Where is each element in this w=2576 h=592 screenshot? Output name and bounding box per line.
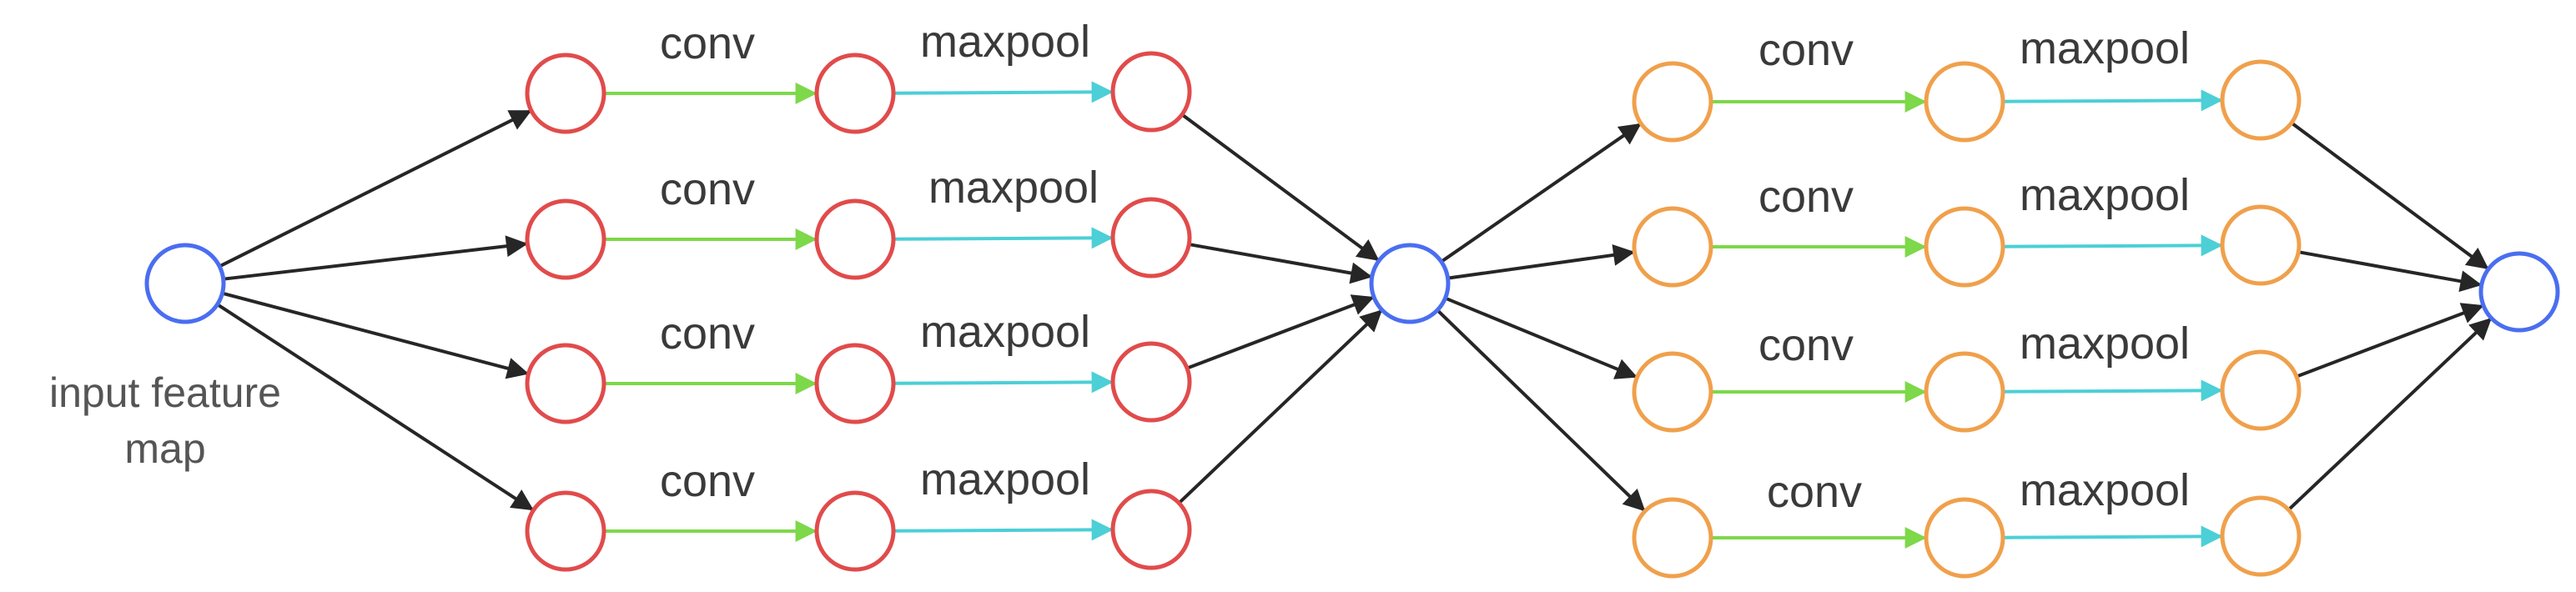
maxpool-label-s1-r1: maxpool xyxy=(920,17,1090,67)
maxpool-label-s1-r2: maxpool xyxy=(928,163,1099,213)
branch-node-s2-r1-a xyxy=(1632,61,1713,143)
conv-label-s2-r4: conv xyxy=(1767,467,1862,517)
maxpool-edge-s2-r2 xyxy=(2002,234,2223,257)
branch-node-s2-r4-c xyxy=(2220,495,2302,577)
maxpool-edge-s1-r1 xyxy=(893,81,1114,103)
branch-node-s2-r1-c xyxy=(2220,59,2302,141)
branch-node-s1-r3-c xyxy=(1110,341,1192,423)
branch-node-s1-r1-a xyxy=(525,53,606,134)
fanout-edge-s1-r2 xyxy=(223,235,528,281)
branch-node-s2-r2-b xyxy=(1924,206,2005,288)
maxpool-label-s2-r4: maxpool xyxy=(2020,465,2190,515)
branch-node-s2-r4-b xyxy=(1924,497,2005,579)
fanout-edge-s2-r1 xyxy=(1440,123,1642,263)
merge-edge-s1-r1 xyxy=(1180,113,1380,262)
branch-node-s2-r4-a xyxy=(1632,497,1713,579)
branch-node-s1-r1-b xyxy=(814,53,896,134)
maxpool-label-s2-r1: maxpool xyxy=(2020,23,2190,73)
branch-node-s1-r1-c xyxy=(1110,51,1192,133)
merge-edge-s1-r4 xyxy=(1177,309,1383,504)
conv-label-s1-r2: conv xyxy=(660,164,755,214)
maxpool-edge-s2-r1 xyxy=(2002,89,2223,112)
branch-node-s1-r2-c xyxy=(1110,197,1192,278)
branch-node-s2-r2-a xyxy=(1632,206,1713,288)
branch-node-s1-r3-a xyxy=(525,343,606,424)
input-label-line-1: input feature xyxy=(49,369,281,416)
branch-node-s2-r3-c xyxy=(2220,349,2302,431)
maxpool-edge-s1-r4 xyxy=(893,519,1114,541)
maxpool-edge-s1-r3 xyxy=(893,371,1114,394)
concat-node-1 xyxy=(1369,243,1451,324)
conv-label-s1-r3: conv xyxy=(660,309,755,359)
fanout-edge-s1-r3 xyxy=(221,291,530,379)
labels-layer: conv maxpool conv maxpool conv maxpool c… xyxy=(49,17,2190,517)
conv-label-s2-r2: conv xyxy=(1758,172,1854,222)
merge-edge-s2-r1 xyxy=(2290,121,2489,270)
branch-node-s2-r1-b xyxy=(1924,61,2005,143)
conv-label-s2-r1: conv xyxy=(1758,25,1854,75)
fanout-edge-s2-r3 xyxy=(1444,296,1638,379)
maxpool-label-s1-r4: maxpool xyxy=(920,454,1090,504)
branch-node-s1-r4-b xyxy=(814,490,896,572)
branch-node-s1-r4-a xyxy=(525,490,606,572)
merge-edge-s1-r3 xyxy=(1186,294,1375,370)
branch-node-s2-r3-a xyxy=(1632,351,1713,433)
merge-edge-s2-r2 xyxy=(2297,250,2483,293)
input-node xyxy=(144,243,226,324)
maxpool-edge-s2-r3 xyxy=(2002,379,2223,402)
fanout-edge-s2-r4 xyxy=(1436,309,1646,512)
merge-edge-s2-r4 xyxy=(2287,318,2493,511)
merge-edge-s2-r3 xyxy=(2296,303,2484,379)
branch-node-s2-r3-b xyxy=(1924,351,2005,433)
maxpool-label-s1-r3: maxpool xyxy=(920,307,1090,357)
maxpool-label-s2-r2: maxpool xyxy=(2020,170,2190,220)
edges-layer xyxy=(216,81,2493,549)
fanout-edge-s1-r4 xyxy=(216,303,534,511)
input-label-line-2: map xyxy=(124,425,205,472)
conv-label-s1-r1: conv xyxy=(660,18,755,68)
branch-node-s2-r2-c xyxy=(2220,204,2302,286)
fanout-edge-s2-r2 xyxy=(1447,244,1636,280)
merge-edge-s1-r2 xyxy=(1188,243,1373,284)
maxpool-label-s2-r3: maxpool xyxy=(2020,319,2190,369)
nodes-layer xyxy=(144,51,2560,579)
maxpool-edge-s2-r4 xyxy=(2002,525,2223,548)
branch-node-s1-r2-a xyxy=(525,198,606,280)
conv-label-s1-r4: conv xyxy=(660,456,755,506)
output-node xyxy=(2478,251,2560,333)
fanout-edge-s1-r1 xyxy=(219,109,532,268)
branch-node-s1-r4-c xyxy=(1110,489,1192,570)
branch-node-s1-r3-b xyxy=(814,343,896,424)
branch-node-s1-r2-b xyxy=(814,198,896,280)
conv-label-s2-r3: conv xyxy=(1758,320,1854,370)
